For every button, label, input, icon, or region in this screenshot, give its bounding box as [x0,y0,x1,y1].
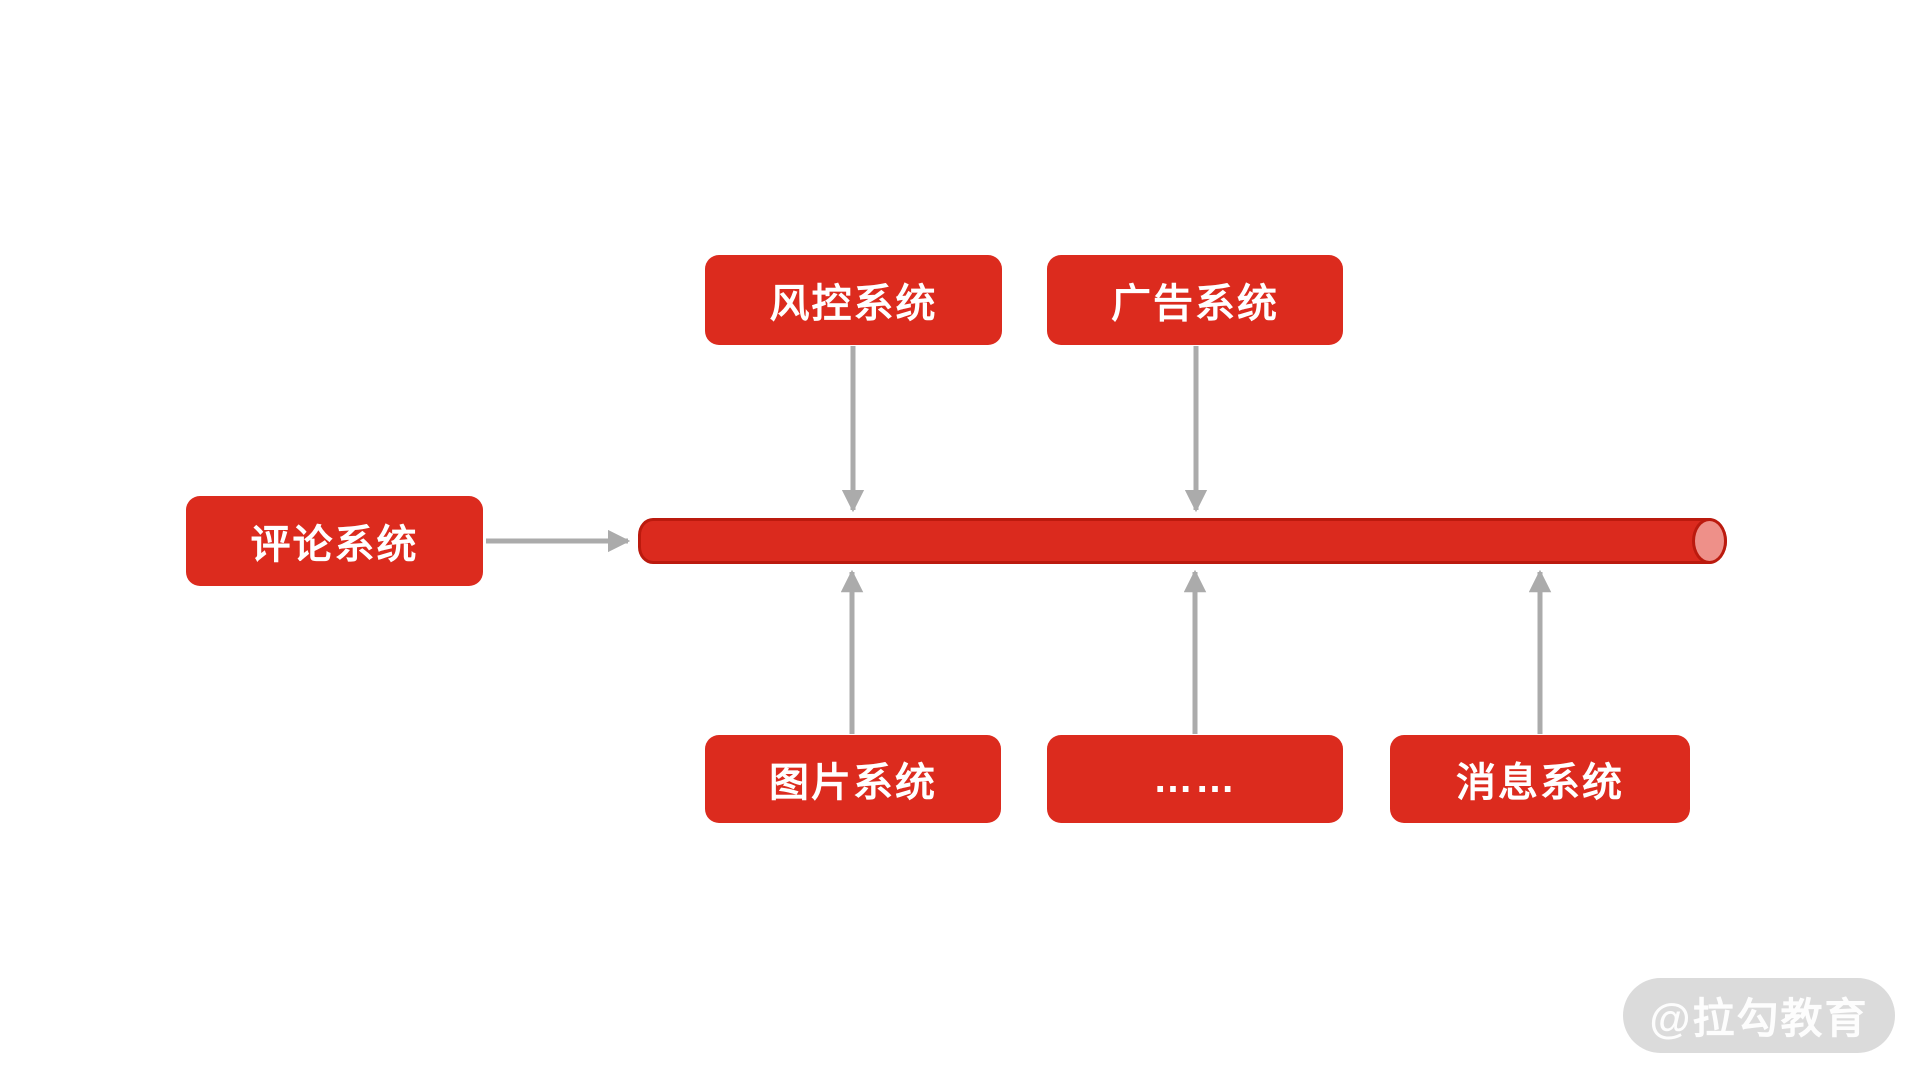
node-label: 图片系统 [769,761,937,805]
watermark-badge: @拉勾教育 [1623,978,1895,1053]
node-comment-system: 评论系统 [186,496,483,586]
message-queue-cylinder [638,518,1727,564]
node-advertising-system: 广告系统 [1047,255,1343,345]
node-label: 风控系统 [769,282,938,326]
node-message-system: 消息系统 [1390,735,1690,823]
message-queue-cylinder-cap [1692,518,1727,564]
node-risk-control-system: 风控系统 [705,255,1002,345]
node-label: 评论系统 [250,523,419,567]
node-label: 消息系统 [1456,761,1624,805]
watermark-text: @拉勾教育 [1649,995,1869,1042]
node-image-system: 图片系统 [705,735,1001,823]
node-label: 广告系统 [1111,282,1279,326]
node-ellipsis: …… [1047,735,1343,823]
node-label: …… [1153,756,1237,801]
